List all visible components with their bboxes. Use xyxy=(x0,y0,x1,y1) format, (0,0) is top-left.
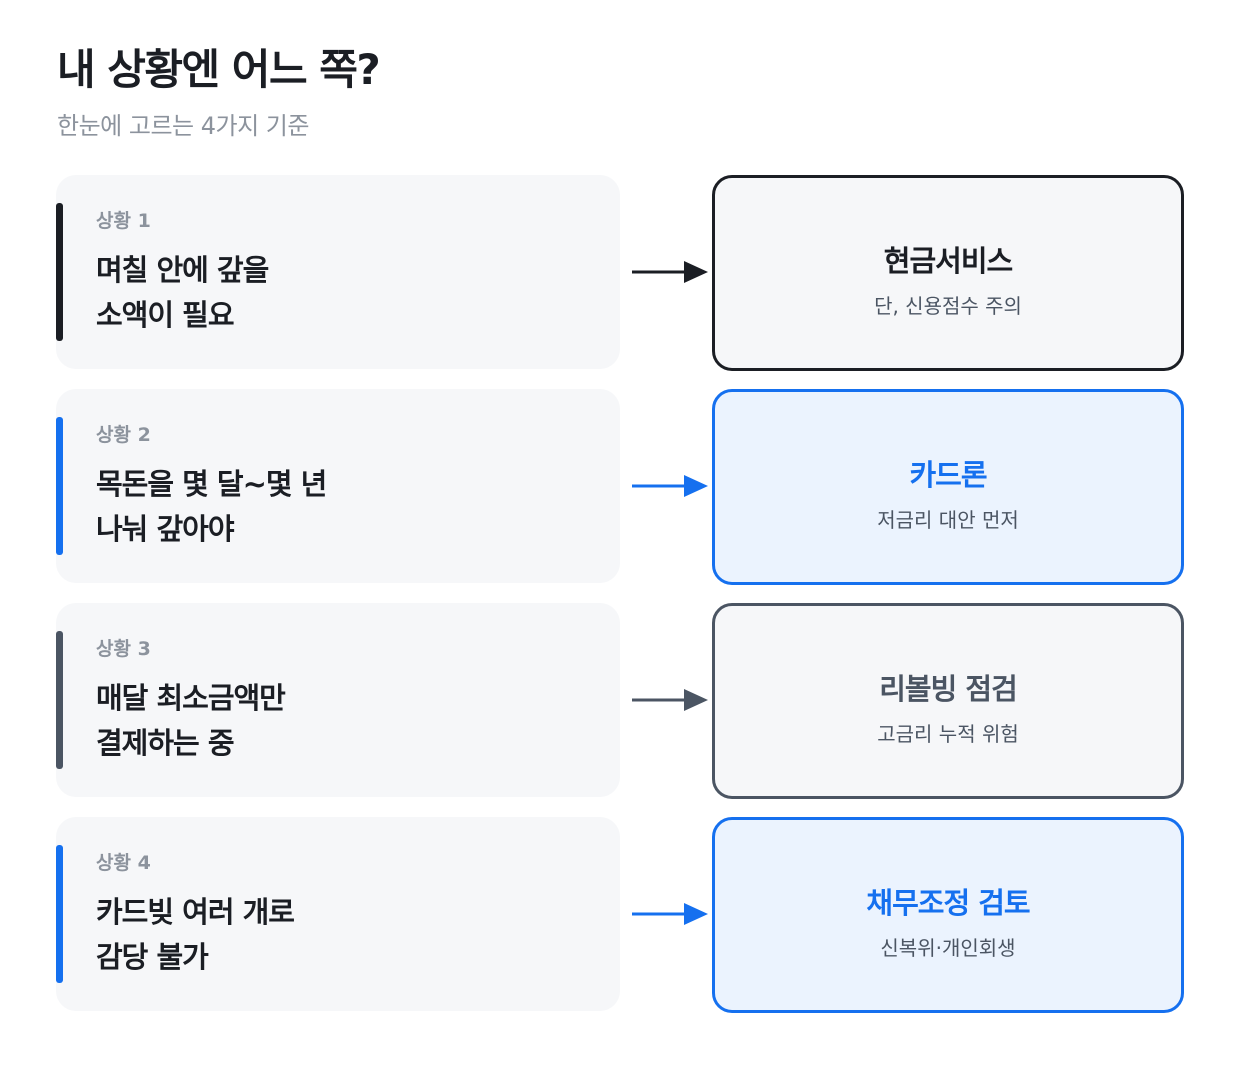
situation-label: 상황 2 xyxy=(96,424,151,446)
situation-label: 상황 1 xyxy=(96,210,151,232)
page-subtitle: 한눈에 고르는 4가지 기준 xyxy=(57,112,309,140)
situation-row-3: 상황 3 매달 최소금액만 결제하는 중 리볼빙 점검 고금리 누적 위험 xyxy=(0,603,1240,799)
page-title: 내 상황엔 어느 쪽? xyxy=(57,45,381,94)
arrow-right-icon xyxy=(632,475,708,497)
result-card-4: 채무조정 검토 신복위·개인회생 xyxy=(712,817,1184,1013)
result-note: 신복위·개인회생 xyxy=(880,936,1016,960)
situation-text-line-2: 나눠 갚아야 xyxy=(96,512,234,546)
situation-card-4: 상황 4 카드빚 여러 개로 감당 불가 xyxy=(56,817,620,1011)
situation-text-line-1: 며칠 안에 갚을 xyxy=(96,253,269,287)
situation-accent-bar xyxy=(56,631,63,769)
result-title: 카드론 xyxy=(909,458,987,492)
situation-text-line-2: 소액이 필요 xyxy=(96,298,234,332)
situation-row-2: 상황 2 목돈을 몇 달~몇 년 나눠 갚아야 카드론 저금리 대안 먼저 xyxy=(0,389,1240,585)
result-card-3: 리볼빙 점검 고금리 누적 위험 xyxy=(712,603,1184,799)
result-card-1: 현금서비스 단, 신용점수 주의 xyxy=(712,175,1184,371)
arrow-right-icon xyxy=(632,261,708,283)
result-note: 고금리 누적 위험 xyxy=(877,722,1019,746)
arrow-right-icon xyxy=(632,903,708,925)
situation-text-line-2: 감당 불가 xyxy=(96,940,209,974)
situation-accent-bar xyxy=(56,417,63,555)
result-note: 단, 신용점수 주의 xyxy=(874,294,1022,318)
situation-row-4: 상황 4 카드빚 여러 개로 감당 불가 채무조정 검토 신복위·개인회생 xyxy=(0,817,1240,1013)
result-title: 리볼빙 점검 xyxy=(879,672,1018,706)
situation-card-3: 상황 3 매달 최소금액만 결제하는 중 xyxy=(56,603,620,797)
situation-label: 상황 3 xyxy=(96,638,151,660)
situation-accent-bar xyxy=(56,203,63,341)
situation-accent-bar xyxy=(56,845,63,983)
situation-card-2: 상황 2 목돈을 몇 달~몇 년 나눠 갚아야 xyxy=(56,389,620,583)
situation-card-1: 상황 1 며칠 안에 갚을 소액이 필요 xyxy=(56,175,620,369)
situation-label: 상황 4 xyxy=(96,852,151,874)
arrow-right-icon xyxy=(632,689,708,711)
result-card-2: 카드론 저금리 대안 먼저 xyxy=(712,389,1184,585)
situation-text-line-2: 결제하는 중 xyxy=(96,726,234,760)
result-note: 저금리 대안 먼저 xyxy=(877,508,1019,532)
situation-text-line-1: 목돈을 몇 달~몇 년 xyxy=(96,467,327,501)
situation-row-1: 상황 1 며칠 안에 갚을 소액이 필요 현금서비스 단, 신용점수 주의 xyxy=(0,175,1240,371)
situation-text-line-1: 매달 최소금액만 xyxy=(96,681,286,715)
result-title: 채무조정 검토 xyxy=(866,886,1030,920)
result-title: 현금서비스 xyxy=(883,244,1013,278)
situation-text-line-1: 카드빚 여러 개로 xyxy=(96,895,295,929)
